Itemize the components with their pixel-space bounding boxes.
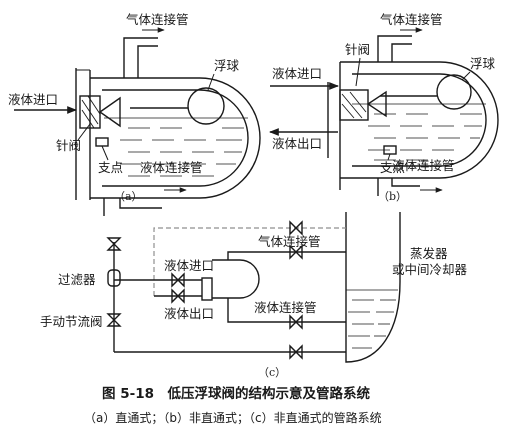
c-gas-valve-icon	[289, 244, 303, 260]
diagram-b: 气体连接管 针阀 浮球 液体进口 液体出口 支点 液体连接管 （b）	[269, 12, 499, 203]
a-gas-pipe-label: 气体连接管	[126, 12, 189, 27]
c-outlet-valve-icon	[171, 288, 185, 304]
c-manual-valve-icon	[106, 313, 122, 327]
c-intercooler-label: 或中间冷却器	[392, 262, 468, 277]
diagram-c: 气体连接管 蒸发器 或中间冷却器 过滤器 液体进口 液体出口 液体连接管 手动节…	[40, 212, 468, 379]
b-float-label: 浮球	[470, 56, 496, 71]
figure-title: 图 5-18 低压浮球阀的结构示意及管路系统	[102, 385, 370, 402]
c-sublabel: （c）	[258, 366, 286, 379]
c-liquid-valve-icon	[289, 314, 303, 330]
c-gas-pipe-label: 气体连接管	[258, 234, 321, 249]
c-top-valve-icon	[106, 237, 122, 251]
b-sublabel: （b）	[378, 190, 407, 203]
b-gas-pipe-label: 气体连接管	[380, 12, 443, 27]
c-gas-dashed-valve-icon	[289, 220, 303, 236]
c-bypass-valve-icon	[289, 344, 303, 360]
c-liquid-outlet-label: 液体出口	[164, 306, 214, 321]
c-filter-icon	[107, 269, 121, 287]
a-needle-valve-label: 针阀	[56, 138, 81, 153]
a-liquid-inlet-label: 液体进口	[8, 92, 58, 107]
b-liquid-pipe-label: 液体连接管	[392, 158, 455, 173]
c-inlet-valve-icon	[171, 272, 185, 288]
b-needle-valve-label: 针阀	[345, 42, 370, 57]
c-filter-label: 过滤器	[58, 272, 96, 287]
figure-subtitle: （a）直通式；（b）非直通式；（c）非直通式的管路系统	[84, 410, 382, 425]
b-liquid-outlet-label: 液体出口	[272, 136, 322, 151]
c-manual-valve-label: 手动节流阀	[40, 314, 103, 329]
a-float-label: 浮球	[214, 58, 240, 73]
a-liquid-pipe-label: 液体连接管	[140, 160, 203, 175]
a-sublabel: （a）	[114, 190, 143, 203]
a-fulcrum-label: 支点	[98, 160, 123, 175]
b-liquid-inlet-label: 液体进口	[272, 66, 322, 81]
diagram-a: 气体连接管 浮球 液体进口 针阀 支点 液体连接管 （a）	[8, 12, 261, 216]
c-evaporator-label: 蒸发器	[410, 246, 448, 261]
c-liquid-pipe-label: 液体连接管	[254, 300, 317, 315]
b-fulcrum-label: 支点	[380, 160, 405, 175]
c-liquid-inlet-label: 液体进口	[164, 258, 214, 273]
